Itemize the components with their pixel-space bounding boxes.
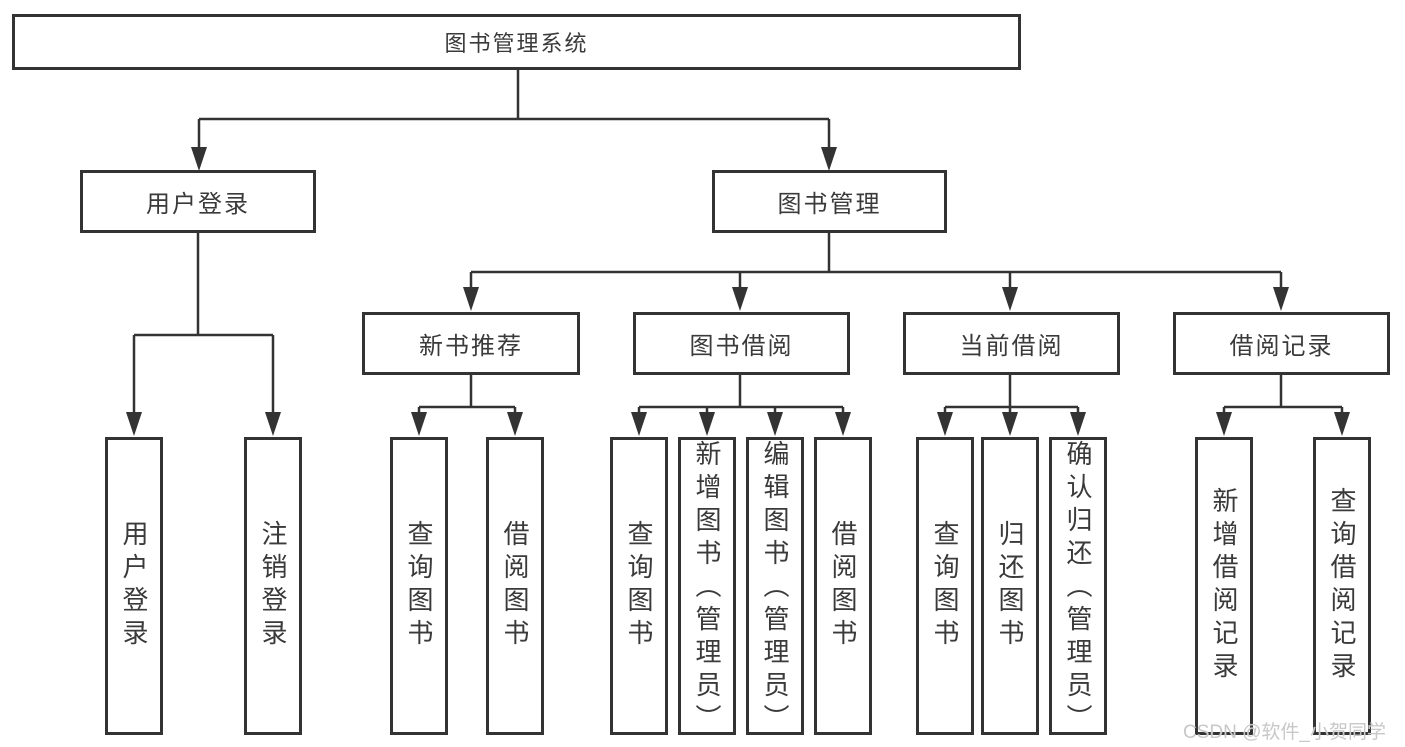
connector-records-to-leaves <box>1216 375 1350 436</box>
node-book-borrow: 图书借阅 <box>633 312 850 375</box>
node-book-management: 图书管理 <box>712 170 947 233</box>
leaf-logout: 注销登录 <box>244 437 302 735</box>
node-borrow-records: 借阅记录 <box>1173 312 1390 375</box>
node-borrow-records-label: 借阅记录 <box>1229 333 1334 360</box>
leaf-borrow-books-recommend: 借阅图书 <box>486 437 544 735</box>
leaf-confirm-return-admin: 确认归还（管理员） <box>1049 437 1107 737</box>
leaf-query-books-borrow: 查询图书 <box>610 437 668 735</box>
leaf-add-books-admin: 新增图书（管理员） <box>678 437 736 737</box>
leaf-query-borrow-record-label: 查询借阅记录 <box>1327 487 1357 685</box>
node-new-book-recommend-label: 新书推荐 <box>419 333 523 360</box>
leaf-user-login: 用户登录 <box>105 437 163 735</box>
leaf-add-borrow-record-label: 新增借阅记录 <box>1209 487 1239 685</box>
node-current-borrow-label: 当前借阅 <box>959 333 1064 360</box>
leaf-confirm-return-admin-label: 确认归还（管理员） <box>1063 440 1093 737</box>
leaf-query-books-recommend: 查询图书 <box>390 437 448 735</box>
node-user-login: 用户登录 <box>80 170 316 233</box>
leaf-return-books-label: 归还图书 <box>995 520 1025 652</box>
node-library-system: 图书管理系统 <box>12 14 1021 70</box>
connector-borrow-to-leaves <box>631 375 851 436</box>
node-new-book-recommend: 新书推荐 <box>362 312 580 375</box>
leaf-add-books-admin-label: 新增图书（管理员） <box>692 440 722 737</box>
leaf-query-books-recommend-label: 查询图书 <box>404 520 434 652</box>
leaf-add-borrow-record: 新增借阅记录 <box>1195 437 1253 735</box>
leaf-return-books: 归还图书 <box>981 437 1039 735</box>
node-user-login-label: 用户登录 <box>146 191 250 218</box>
leaf-user-login-label: 用户登录 <box>119 520 149 652</box>
leaf-borrow-books: 借阅图书 <box>814 437 872 735</box>
connector-current-to-leaves <box>937 375 1086 436</box>
leaf-borrow-books-label: 借阅图书 <box>828 520 858 652</box>
leaf-edit-books-admin-label: 编辑图书（管理员） <box>760 440 790 737</box>
leaf-query-books-current-label: 查询图书 <box>930 520 960 652</box>
csdn-watermark: CSDN @软件_小贺同学 <box>1183 722 1386 743</box>
node-current-borrow: 当前借阅 <box>903 312 1120 375</box>
node-library-system-label: 图书管理系统 <box>444 31 589 56</box>
connector-root-to-level2 <box>191 70 837 171</box>
leaf-query-books-borrow-label: 查询图书 <box>624 520 654 652</box>
leaf-query-borrow-record: 查询借阅记录 <box>1313 437 1371 735</box>
leaf-borrow-books-recommend-label: 借阅图书 <box>500 520 530 652</box>
leaf-logout-label: 注销登录 <box>258 520 288 652</box>
connector-newbook-to-leaves <box>411 375 523 436</box>
connector-userlogin-to-leaves <box>126 233 281 436</box>
node-book-borrow-label: 图书借阅 <box>689 333 794 360</box>
leaf-query-books-current: 查询图书 <box>916 437 974 735</box>
connector-bookmgmt-to-level3 <box>463 233 1289 311</box>
node-book-management-label: 图书管理 <box>777 191 882 218</box>
leaf-edit-books-admin: 编辑图书（管理员） <box>746 437 804 737</box>
